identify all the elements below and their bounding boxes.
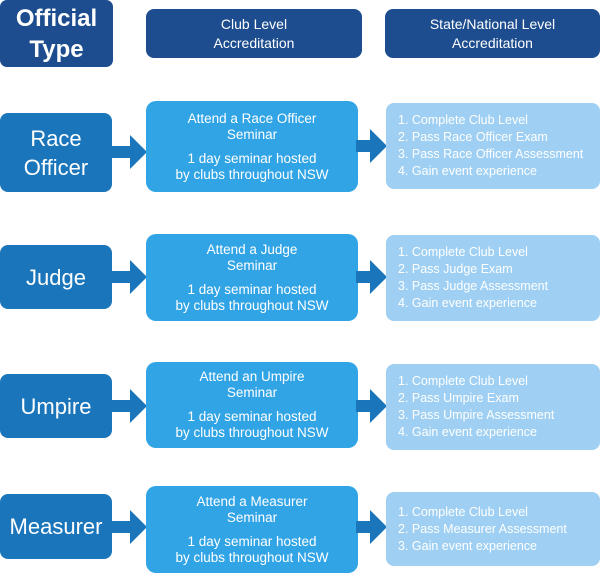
state-box-judge: 1. Complete Club Level 2. Pass Judge Exa… (386, 235, 600, 321)
state-step: 3. Pass Umpire Assessment (398, 408, 555, 422)
type-box-race-officer: Race Officer (0, 113, 112, 192)
arrow-type-to-club-icon (112, 135, 147, 169)
arrow-type-to-club-icon (112, 389, 147, 423)
type-label-line-1: Race (30, 125, 82, 151)
state-step: 2. Pass Umpire Exam (398, 391, 519, 405)
club-seminar-line-4: by clubs throughout NSW (175, 166, 329, 182)
club-level-header: Club Level Accreditation (146, 9, 362, 58)
club-seminar-line-1: Attend a Measurer (196, 493, 308, 509)
club-seminar-line-3: 1 day seminar hosted (187, 533, 317, 549)
arrow-type-to-club-icon (112, 260, 147, 294)
official-type-header-line-1: Official (15, 4, 98, 32)
arrow-club-to-state-icon (356, 510, 387, 544)
state-step: 4. Gain event experience (398, 425, 537, 439)
club-seminar-line-4: by clubs throughout NSW (175, 549, 329, 565)
club-seminar-line-3: 1 day seminar hosted (187, 150, 317, 166)
state-step: 1. Complete Club Level (398, 113, 528, 127)
state-step: 3. Pass Judge Assessment (398, 279, 549, 293)
official-type-header: Official Type (0, 0, 113, 67)
state-step: 4. Gain event experience (398, 164, 537, 178)
state-steps-list: 1. Complete Club Level 2. Pass Race Offi… (398, 112, 583, 180)
type-label-line-2: Officer (23, 154, 89, 180)
club-box-umpire: Attend an Umpire Seminar 1 day seminar h… (146, 362, 358, 448)
type-label: Measurer (9, 514, 103, 539)
club-seminar-line-1: Attend a Race Officer (187, 110, 317, 126)
state-step: 2. Pass Judge Exam (398, 262, 513, 276)
arrow-type-to-club-icon (112, 510, 147, 544)
club-seminar-line-3: 1 day seminar hosted (187, 409, 317, 424)
official-type-header-line-2: Type (29, 35, 84, 63)
club-level-header-line-1: Club Level (220, 15, 288, 32)
club-seminar-line-4: by clubs throughout NSW (175, 297, 329, 313)
arrow-club-to-state-icon (356, 389, 387, 423)
club-box-race-officer: Attend a Race Officer Seminar 1 day semi… (146, 101, 358, 192)
club-seminar-line-2: Seminar (226, 385, 278, 400)
state-level-header: State/National Level Accreditation (385, 9, 600, 58)
state-step: 3. Gain event experience (398, 538, 537, 553)
type-box-judge: Judge (0, 245, 112, 309)
club-seminar-line-2: Seminar (226, 509, 278, 525)
state-step: 2. Pass Measurer Assessment (398, 521, 567, 536)
arrow-club-to-state-icon (356, 129, 387, 163)
club-level-header-line-2: Accreditation (213, 34, 295, 51)
state-level-header-line-2: Accreditation (452, 34, 533, 51)
club-box-measurer: Attend a Measurer Seminar 1 day seminar … (146, 486, 358, 573)
type-label: Judge (26, 264, 86, 290)
arrow-club-to-state-icon (356, 260, 387, 294)
type-label: Umpire (20, 393, 92, 419)
state-steps-list: 1. Complete Club Level 2. Pass Judge Exa… (398, 244, 548, 312)
state-steps-list: 1. Complete Club Level 2. Pass Umpire Ex… (398, 373, 554, 441)
type-box-measurer: Measurer (0, 494, 112, 559)
state-step: 1. Complete Club Level (398, 504, 528, 519)
state-box-race-officer: 1. Complete Club Level 2. Pass Race Offi… (386, 103, 600, 189)
type-box-umpire: Umpire (0, 374, 112, 438)
club-seminar-line-3: 1 day seminar hosted (187, 281, 317, 297)
state-box-measurer: 1. Complete Club Level 2. Pass Measurer … (386, 492, 600, 566)
state-level-header-line-1: State/National Level (429, 15, 556, 32)
state-step: 2. Pass Race Officer Exam (398, 130, 548, 144)
state-step: 1. Complete Club Level (398, 374, 528, 388)
club-seminar-line-2: Seminar (226, 257, 278, 273)
state-step: 3. Pass Race Officer Assessment (398, 147, 584, 161)
club-box-judge: Attend a Judge Seminar 1 day seminar hos… (146, 234, 358, 321)
club-seminar-line-2: Seminar (226, 126, 278, 142)
club-seminar-line-4: by clubs throughout NSW (175, 425, 329, 440)
club-seminar-line-1: Attend an Umpire (199, 369, 305, 384)
state-box-umpire: 1. Complete Club Level 2. Pass Umpire Ex… (386, 364, 600, 450)
state-step: 4. Gain event experience (398, 296, 537, 310)
state-step: 1. Complete Club Level (398, 245, 528, 259)
state-steps-list: 1. Complete Club Level 2. Pass Measurer … (398, 504, 567, 555)
club-seminar-line-1: Attend a Judge (206, 241, 298, 257)
